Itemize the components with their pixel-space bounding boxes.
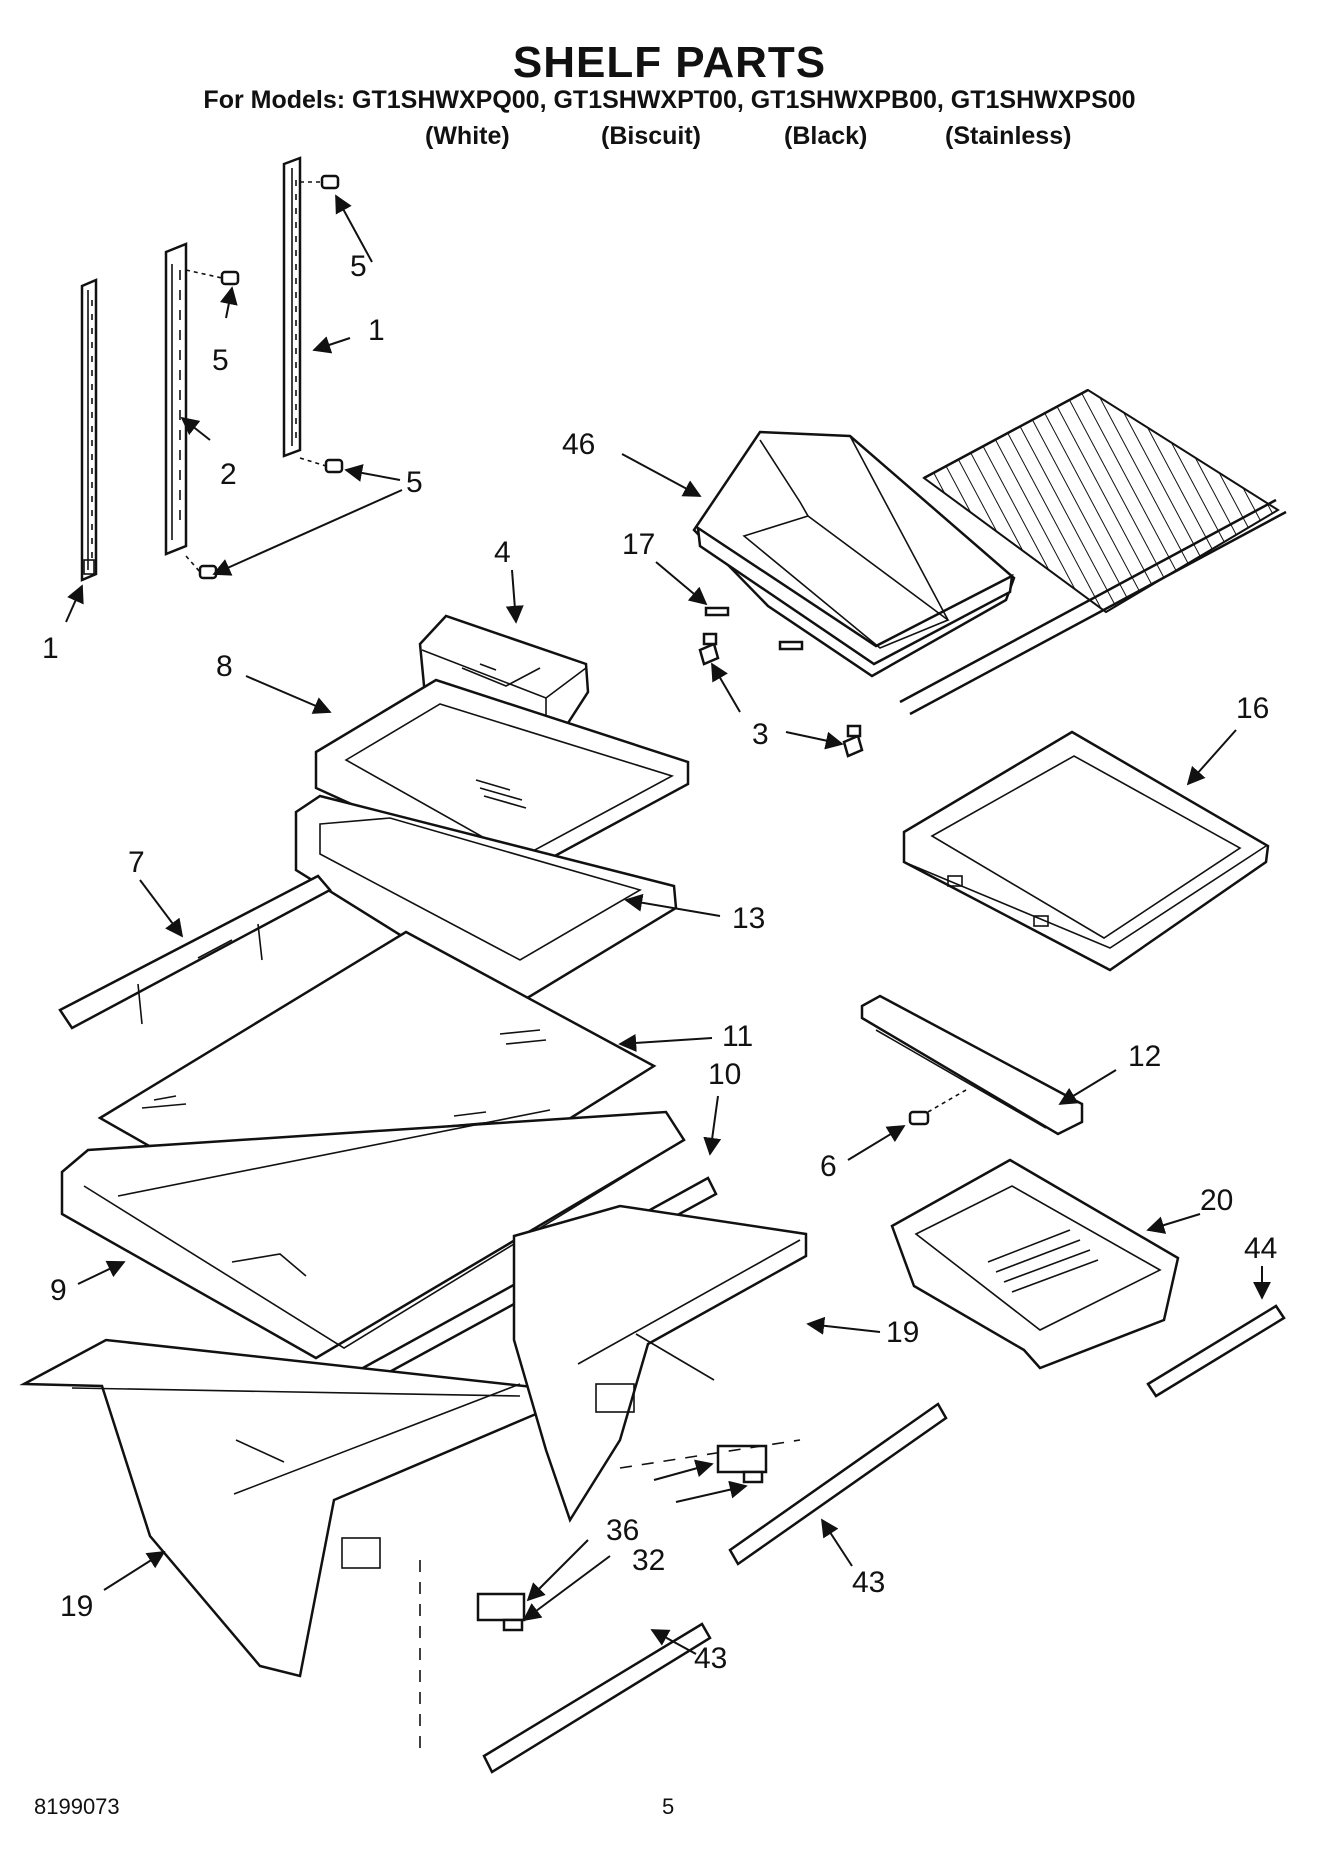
shelf-bracket	[58, 874, 332, 1030]
callout-43: 43	[694, 1642, 727, 1675]
callout-1: 1	[368, 314, 385, 347]
callout-12: 12	[1128, 1040, 1161, 1073]
callout-5: 5	[212, 344, 229, 377]
wire-shelf	[899, 388, 1287, 716]
shelf-support	[860, 994, 1084, 1136]
shelf-stop-icon	[698, 632, 720, 666]
pin-icon	[778, 640, 804, 651]
callout-6: 6	[820, 1150, 837, 1183]
callout-13: 13	[732, 902, 765, 935]
callout-19: 19	[60, 1590, 93, 1623]
page-title: SHELF PARTS	[512, 38, 827, 87]
callout-10: 10	[708, 1058, 741, 1091]
callout-46: 46	[562, 428, 595, 461]
trim-strip	[1146, 1304, 1286, 1398]
callout-36: 36	[606, 1514, 639, 1547]
callout-20: 20	[1200, 1184, 1233, 1217]
callout-9: 9	[50, 1274, 67, 1307]
page-number: 5	[662, 1794, 675, 1819]
crisper-drawer-left	[19, 1338, 563, 1678]
models-line: For Models: GT1SHWXPQ00, GT1SHWXPT00, GT…	[203, 86, 1136, 114]
crisper-drawer-right	[512, 1204, 808, 1523]
callout-43: 43	[852, 1566, 885, 1599]
document-number: 8199073	[34, 1794, 120, 1819]
callout-4: 4	[494, 536, 511, 569]
screw-icon	[185, 269, 240, 286]
pin-icon	[704, 606, 730, 617]
callout-5: 5	[350, 250, 367, 283]
trim-strip	[482, 1622, 712, 1774]
crisper-tray-frame	[60, 1109, 686, 1360]
callout-17: 17	[622, 528, 655, 561]
variant-stainless: (Stainless)	[945, 122, 1072, 150]
variant-black: (Black)	[784, 122, 868, 150]
callout-11: 11	[722, 1020, 753, 1053]
callout-5: 5	[406, 466, 423, 499]
clip-icon	[716, 1444, 768, 1484]
screw-icon	[299, 457, 344, 474]
screw-icon	[300, 174, 340, 190]
clip-icon	[476, 1592, 526, 1632]
callout-3: 3	[752, 718, 769, 751]
shelf-stop-icon	[842, 724, 864, 758]
meat-drawer	[890, 1158, 1180, 1370]
screw-icon	[908, 1089, 967, 1126]
variant-white: (White)	[425, 122, 510, 150]
callout-2: 2	[220, 458, 237, 491]
callout-19: 19	[886, 1316, 919, 1349]
callout-16: 16	[1236, 692, 1269, 725]
callout-32: 32	[632, 1544, 665, 1577]
callout-1: 1	[42, 632, 59, 665]
callout-44: 44	[1244, 1232, 1277, 1265]
shelf-rail-right	[282, 156, 302, 458]
shelf-rail-left	[80, 278, 98, 582]
callout-8: 8	[216, 650, 233, 683]
screw-icon	[185, 555, 218, 580]
trim-strip	[728, 1402, 948, 1566]
door-bin	[692, 430, 1016, 678]
glass-shelf-deli	[902, 730, 1270, 972]
callout-7: 7	[128, 846, 145, 879]
variant-biscuit: (Biscuit)	[601, 122, 701, 150]
shelf-rail-center	[164, 242, 188, 556]
